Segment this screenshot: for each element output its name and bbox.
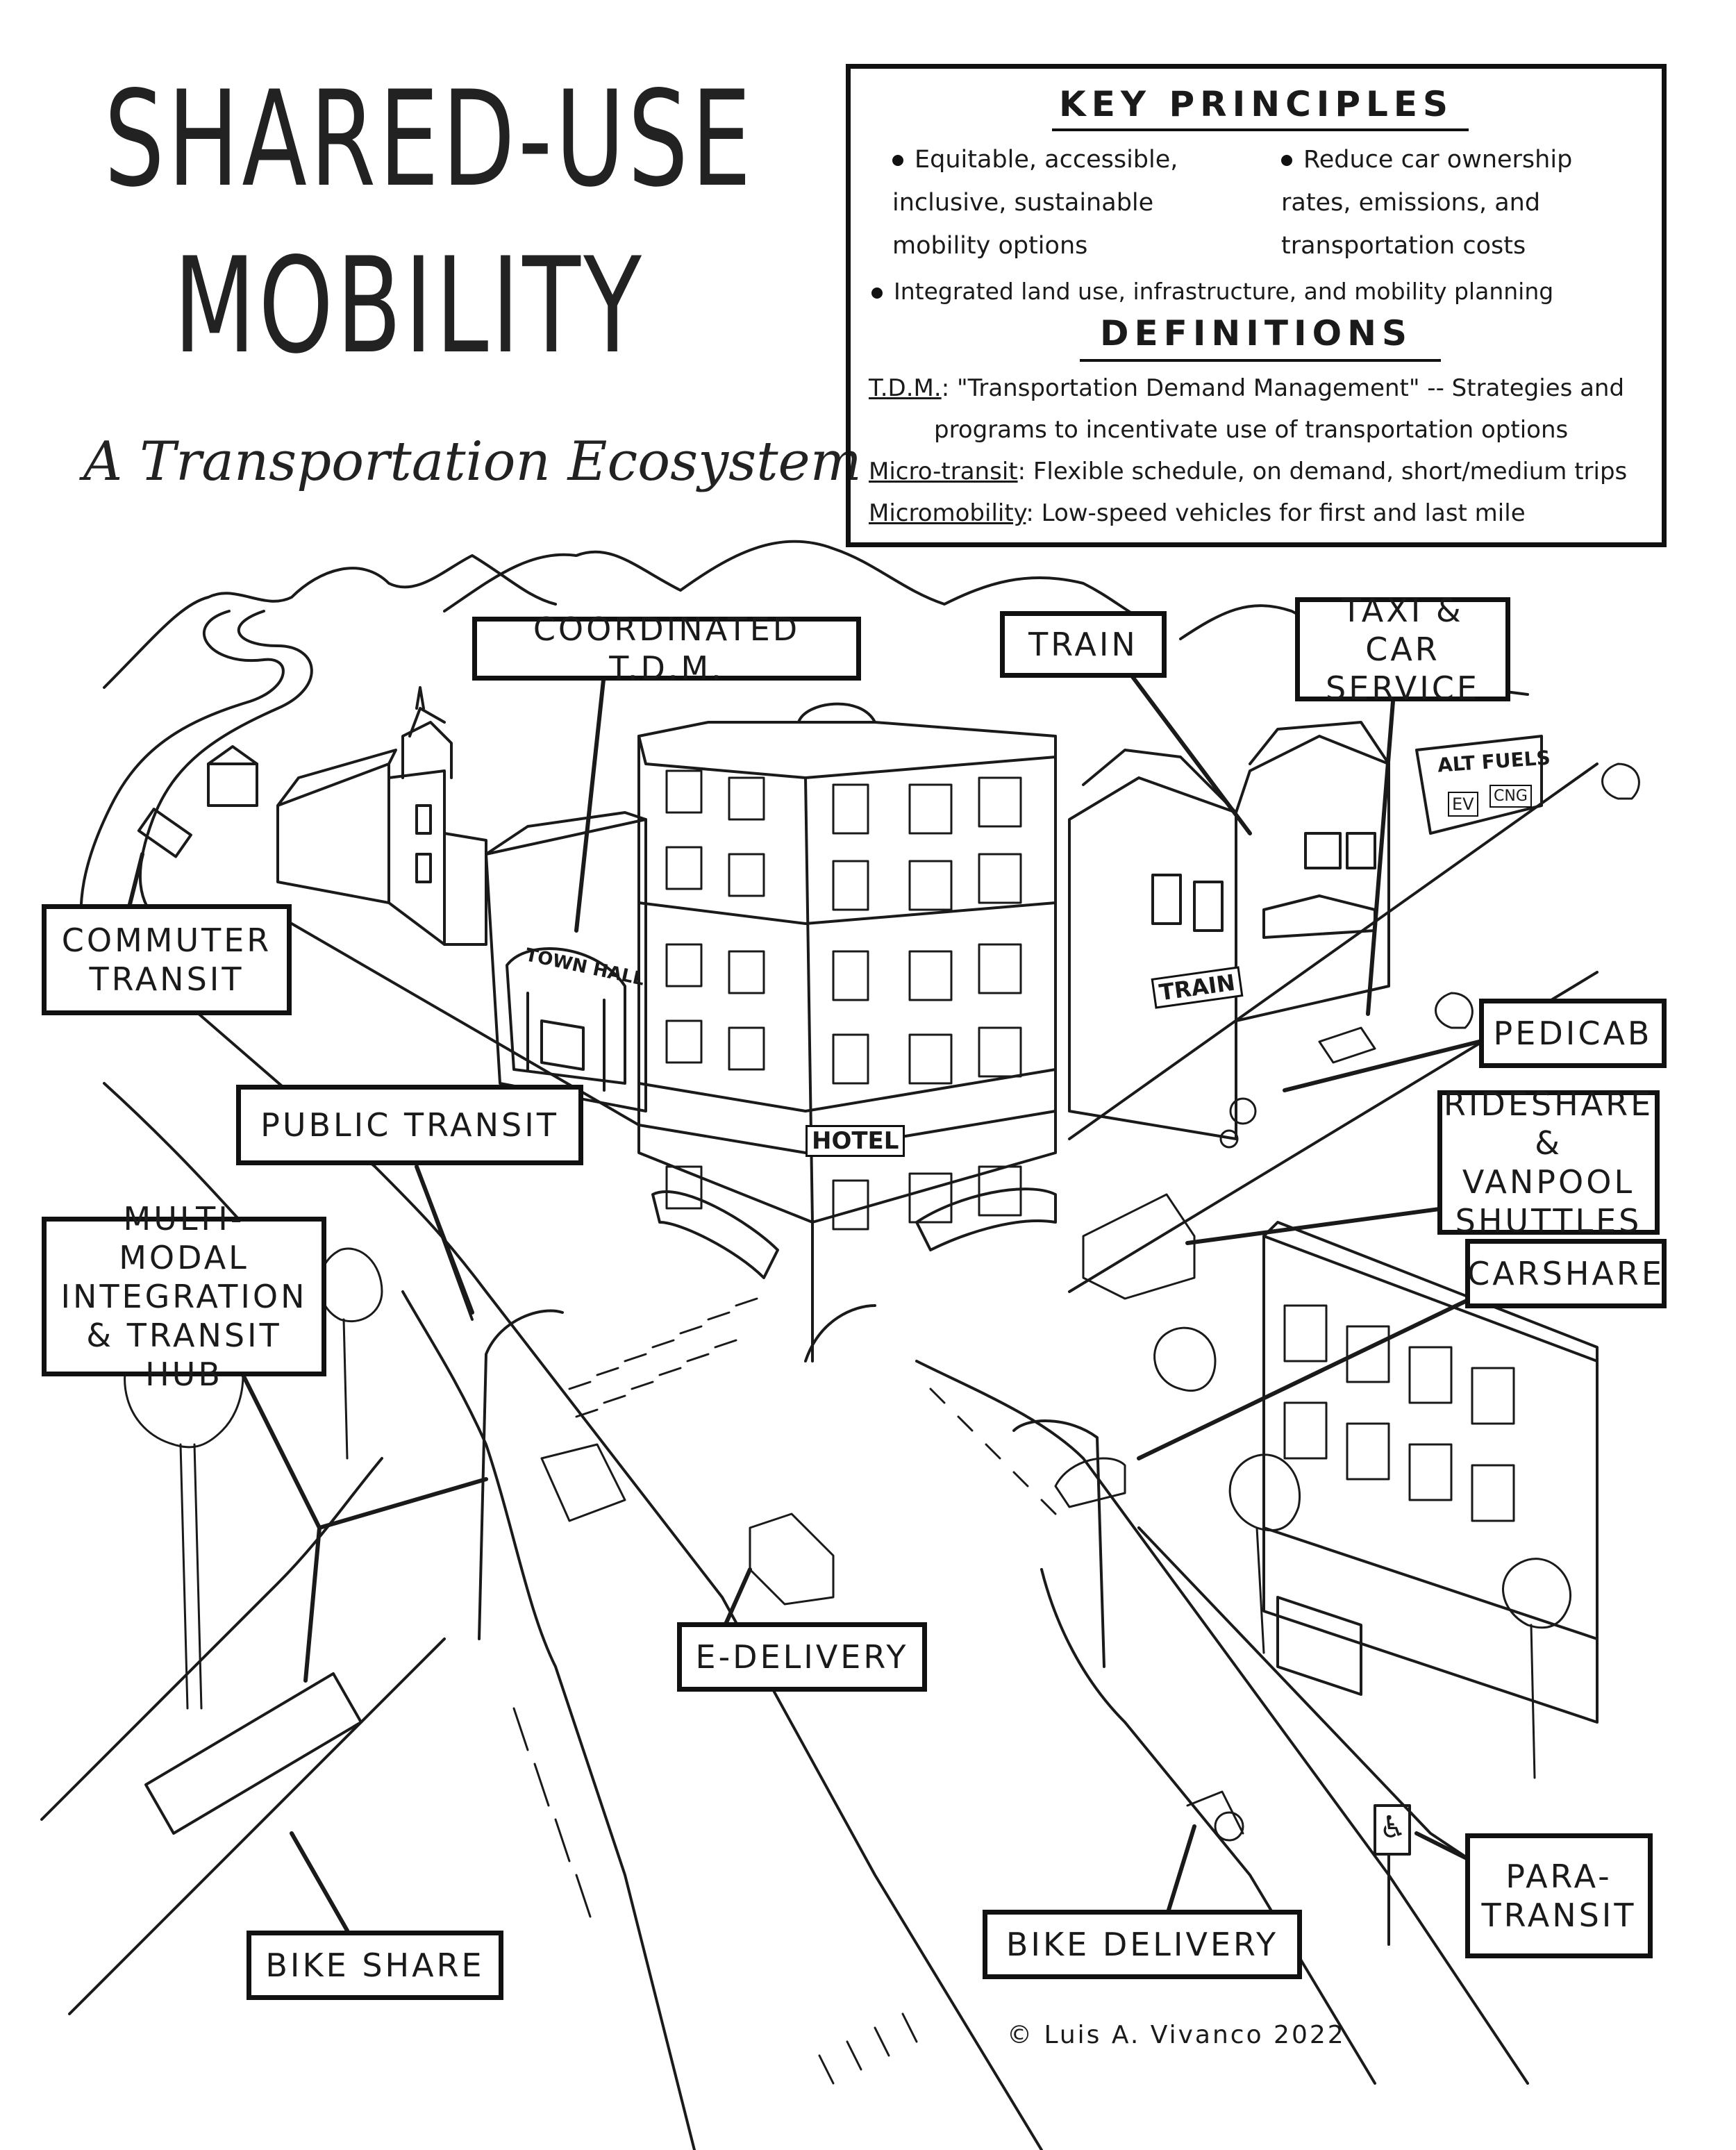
label-carshare: CARSHARE bbox=[1465, 1239, 1667, 1308]
definition-tdm-continued: programs to incentivate use of transport… bbox=[934, 416, 1569, 444]
definition-term: Micro-transit bbox=[869, 458, 1018, 485]
label-coordinated-tdm: COORDINATED T.D.M. bbox=[472, 610, 861, 687]
principle-text: Equitable, accessible, inclusive, sustai… bbox=[892, 146, 1178, 260]
crosswalks bbox=[512, 1297, 1057, 2085]
town-hall-building bbox=[485, 811, 647, 1112]
bullet-dot-icon bbox=[892, 155, 903, 166]
hotel-building bbox=[637, 702, 1057, 1362]
mountain-range bbox=[103, 540, 1529, 696]
vehicles bbox=[540, 1026, 1376, 1842]
label-multimodal-hub: MULTI-MODAL INTEGRATION & TRANSIT HUB bbox=[42, 1200, 326, 1393]
paratransit-sign-post bbox=[1374, 1804, 1411, 1946]
principle-bullet: Equitable, accessible, inclusive, sustai… bbox=[892, 138, 1253, 267]
subtitle: A Transportation Ecosystem bbox=[83, 431, 862, 493]
definition-text: : Flexible schedule, on demand, short/me… bbox=[1017, 458, 1628, 485]
principle-bullet: Reduce car ownership rates, emissions, a… bbox=[1281, 138, 1642, 267]
label-bike-share: BIKE SHARE bbox=[247, 1931, 503, 2000]
label-public-transit: PUBLIC TRANSIT bbox=[236, 1085, 583, 1165]
definitions-heading: DEFINITIONS bbox=[1100, 313, 1412, 353]
label-e-delivery: E-DELIVERY bbox=[677, 1622, 927, 1692]
leader-lines bbox=[123, 665, 1502, 1933]
key-principles-box: KEY PRINCIPLES Equitable, accessible, in… bbox=[846, 64, 1667, 547]
key-principles-heading: KEY PRINCIPLES bbox=[1058, 84, 1454, 124]
church-building bbox=[207, 686, 487, 946]
heading-underline bbox=[1052, 128, 1469, 131]
principle-text: Integrated land use, infrastructure, and… bbox=[894, 278, 1554, 305]
office-building bbox=[1262, 1221, 1599, 1724]
definition-text: : Low-speed vehicles for first and last … bbox=[1026, 499, 1526, 527]
bullet-dot-icon bbox=[1281, 155, 1292, 166]
commuter-bus bbox=[137, 808, 192, 858]
bike-share-rack bbox=[144, 1672, 362, 1835]
definition-text: : "Transportation Demand Management" -- … bbox=[941, 374, 1625, 402]
main-title-line-1: SHARED-USE bbox=[104, 62, 755, 216]
principle-bullet: Integrated land use, infrastructure, and… bbox=[871, 270, 1649, 313]
hotel-sign: HOTEL bbox=[806, 1125, 905, 1157]
cng-sign: CNG bbox=[1489, 785, 1532, 808]
definition-micromobility: Micromobility: Low-speed vehicles for fi… bbox=[869, 492, 1660, 534]
principle-text: Reduce car ownership rates, emissions, a… bbox=[1281, 146, 1573, 260]
ev-sign: EV bbox=[1448, 792, 1478, 817]
definition-term: T.D.M. bbox=[869, 374, 942, 402]
label-bike-delivery: BIKE DELIVERY bbox=[983, 1910, 1302, 1979]
main-title-line-2: MOBILITY bbox=[174, 229, 645, 383]
label-rideshare-vanpool: RIDESHARE & VANPOOL SHUTTLES bbox=[1437, 1085, 1660, 1240]
train-station-building bbox=[1068, 721, 1543, 1140]
bullet-dot-icon bbox=[871, 287, 883, 299]
label-commuter-transit: COMMUTER TRANSIT bbox=[42, 904, 292, 1015]
distant-road bbox=[79, 610, 313, 946]
definition-micro-transit: Micro-transit: Flexible schedule, on dem… bbox=[869, 451, 1660, 492]
definition-term: Micromobility bbox=[869, 499, 1026, 527]
artist-credit: © Luis A. Vivanco 2022 bbox=[1007, 2021, 1346, 2049]
label-paratransit: PARA- TRANSIT bbox=[1465, 1833, 1653, 1958]
label-pedicab: PEDICAB bbox=[1479, 999, 1667, 1068]
heading-underline bbox=[1080, 359, 1441, 362]
wheelchair-icon: ♿ bbox=[1379, 1810, 1407, 1845]
definition-tdm: T.D.M.: "Transportation Demand Managemen… bbox=[869, 367, 1660, 409]
label-taxi-car-service: TAXI & CAR SERVICE bbox=[1295, 592, 1510, 707]
street-lights bbox=[478, 1309, 1105, 1668]
label-train: TRAIN bbox=[1000, 611, 1167, 678]
